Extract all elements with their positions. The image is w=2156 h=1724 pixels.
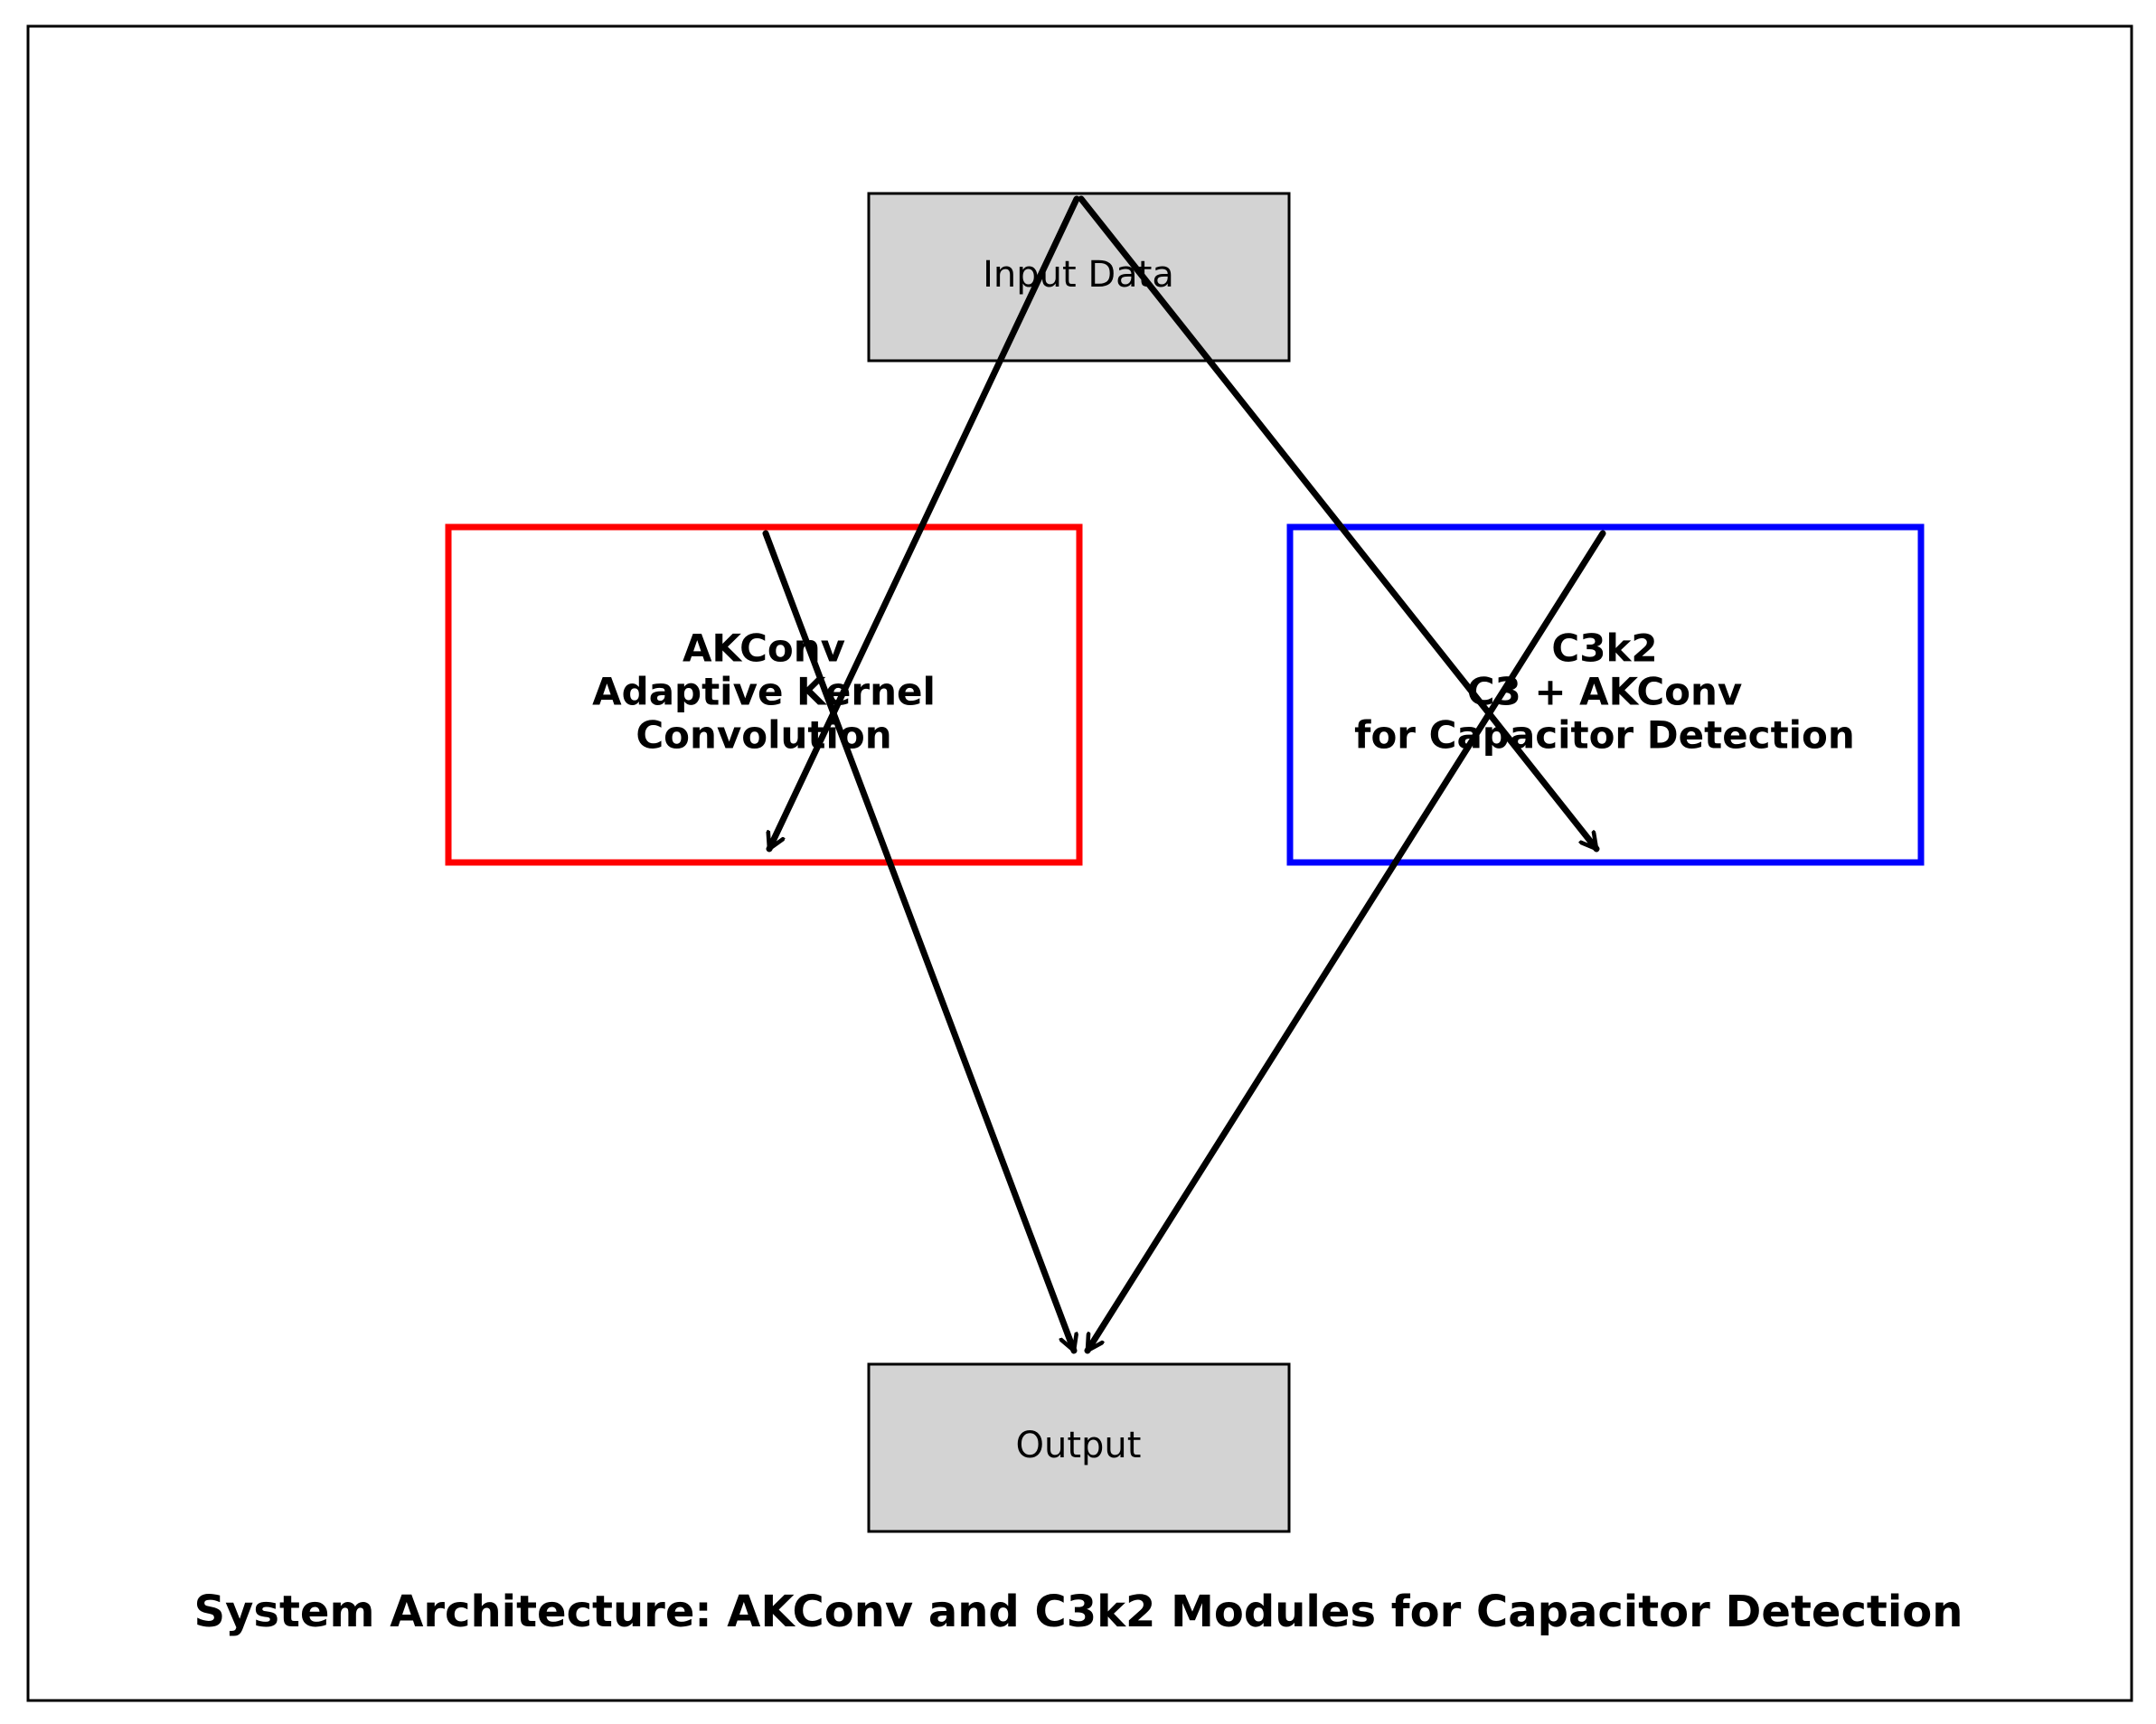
akconv-node: AKConv Adaptive Kernel Convolution <box>445 523 1083 866</box>
c3k2-label-line-1: C3k2 <box>1551 626 1657 671</box>
c3k2-box <box>1286 523 1925 866</box>
input-data-box <box>867 192 1291 363</box>
arrow-input-to-akconv <box>769 195 1080 853</box>
input-data-label: Input Data <box>983 254 1174 296</box>
arrow-input-to-c3k2 <box>1078 195 1600 853</box>
c3k2-label-line-2: C3 + AKConv <box>1467 670 1743 714</box>
akconv-box <box>445 523 1083 866</box>
c3k2-label-line-3: for Capacitor Detection <box>1354 713 1855 758</box>
output-box <box>867 1362 1291 1533</box>
arrow-c3k2-to-output <box>1084 530 1606 1354</box>
output-node: Output <box>867 1362 1291 1533</box>
akconv-label-line-3: Convolution <box>636 713 891 758</box>
diagram-title: System Architecture: AKConv and C3k2 Mod… <box>194 1587 1963 1637</box>
input-data-node: Input Data <box>867 192 1291 363</box>
edges <box>762 195 1606 1354</box>
akconv-label-line-2: Adaptive Kernel <box>592 670 936 714</box>
output-label: Output <box>1016 1425 1142 1466</box>
c3k2-node: C3k2 C3 + AKConv for Capacitor Detection <box>1286 523 1925 866</box>
arrow-akconv-to-output <box>762 530 1074 1354</box>
akconv-label-line-1: AKConv <box>683 626 845 671</box>
